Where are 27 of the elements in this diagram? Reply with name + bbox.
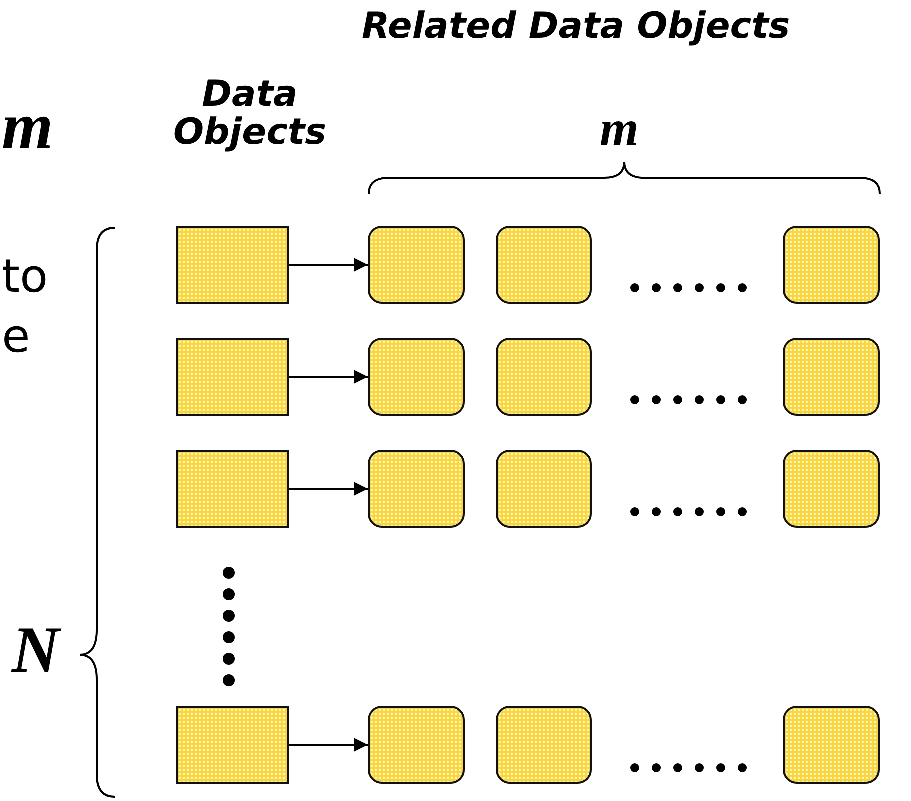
related-object-box — [368, 450, 465, 528]
data-object-box — [176, 338, 289, 416]
related-object-box — [783, 450, 880, 528]
arrow — [289, 482, 368, 496]
variable-label: m — [600, 102, 639, 154]
related-object-box — [496, 338, 592, 416]
related-object-box — [783, 706, 880, 784]
related-object-box — [783, 338, 880, 416]
related-object-box — [496, 450, 592, 528]
text-fragment: to — [2, 252, 48, 300]
arrow — [289, 370, 368, 384]
related-object-box — [368, 338, 465, 416]
data-object-box — [176, 450, 289, 528]
data-object-box — [176, 706, 289, 784]
text-fragment: e — [2, 312, 30, 360]
related-object-box — [368, 226, 465, 304]
related-object-box — [368, 706, 465, 784]
related-object-box — [496, 226, 592, 304]
data-object-box — [176, 226, 289, 304]
column-heading: Data Objects — [172, 76, 328, 152]
arrow — [289, 258, 368, 272]
related-object-box — [496, 706, 592, 784]
variable-label: m — [2, 92, 54, 162]
arrow — [289, 738, 368, 752]
variable-label: N — [12, 616, 60, 686]
heading: Related Data Objects — [362, 8, 790, 46]
related-object-box — [783, 226, 880, 304]
